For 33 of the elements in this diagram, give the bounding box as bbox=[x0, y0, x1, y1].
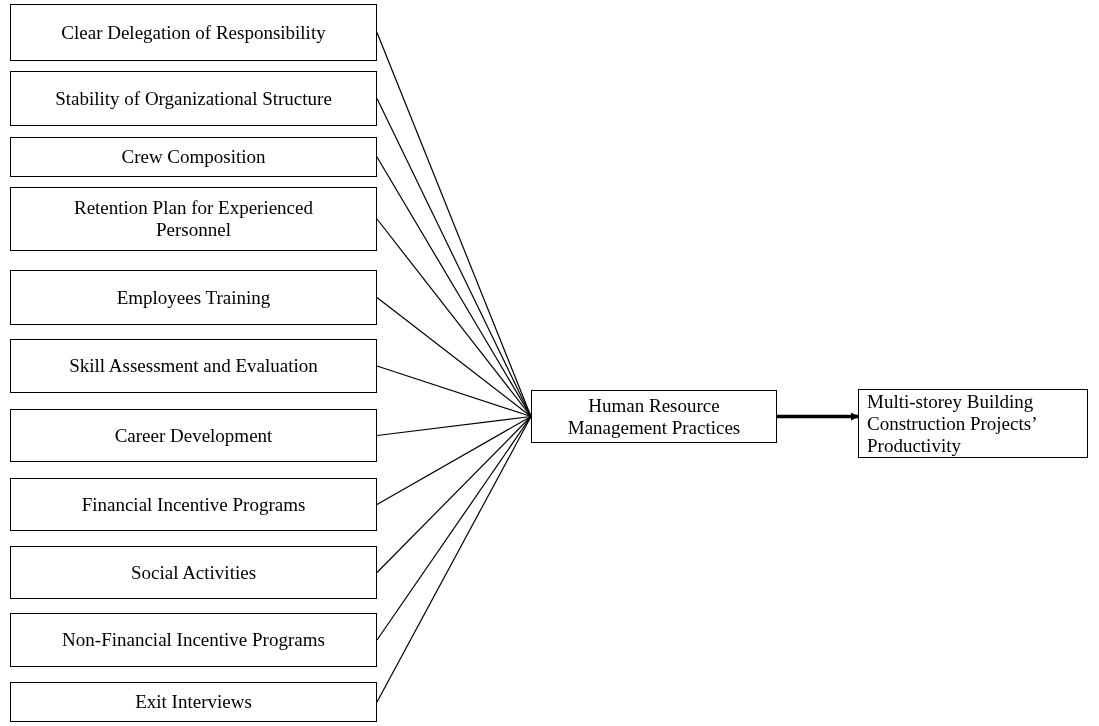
box-label: Financial Incentive Programs bbox=[81, 493, 306, 516]
text-box bbox=[10, 478, 377, 531]
box-label: Retention Plan for Experienced Personnel bbox=[73, 197, 314, 241]
connector-line bbox=[376, 415, 532, 574]
box-label: Crew Composition bbox=[121, 146, 266, 168]
text-box bbox=[10, 4, 377, 61]
text-box bbox=[531, 390, 777, 443]
box-label: Multi-storey Building Construction Projects’ Productivity bbox=[867, 390, 1038, 457]
box-label: Career Development bbox=[114, 424, 273, 447]
text-box bbox=[10, 71, 377, 126]
connector-line bbox=[376, 415, 532, 641]
arrow bbox=[777, 412, 859, 421]
box-label: Human Resource Management Practices bbox=[566, 394, 742, 439]
text-box bbox=[10, 409, 377, 462]
box-label: Stability of Organizational Structure bbox=[55, 87, 332, 110]
text-box bbox=[10, 137, 377, 177]
connector-line bbox=[376, 415, 532, 506]
box-label: Exit Interviews bbox=[135, 691, 252, 713]
box-label: Clear Delegation of Responsibility bbox=[61, 21, 326, 44]
connector-line bbox=[376, 415, 532, 437]
box-label: Employees Training bbox=[116, 286, 271, 309]
text-box bbox=[858, 389, 1088, 458]
text-box bbox=[10, 339, 377, 393]
box-label: Skill Assessment and Evaluation bbox=[69, 355, 318, 377]
text-box bbox=[10, 270, 377, 325]
text-box bbox=[10, 682, 377, 722]
connector-line bbox=[376, 365, 532, 418]
text-box bbox=[10, 613, 377, 667]
box-label: Non-Financial Incentive Programs bbox=[62, 629, 325, 651]
text-box bbox=[10, 546, 377, 599]
box-label: Social Activities bbox=[130, 561, 257, 584]
connector-line bbox=[376, 296, 532, 418]
text-box bbox=[10, 187, 377, 251]
